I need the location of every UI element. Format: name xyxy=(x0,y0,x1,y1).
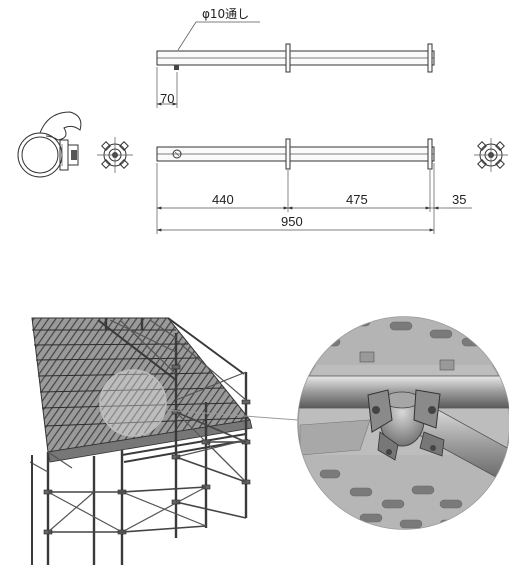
rosette-end-view-left xyxy=(97,137,133,173)
dim-seg2-label: 475 xyxy=(346,192,368,207)
scaffold-illustration xyxy=(29,317,299,565)
dim-offset-label: 70 xyxy=(160,91,174,106)
dim-seg1-label: 440 xyxy=(212,192,234,207)
dim-end-label: 35 xyxy=(452,192,466,207)
dim-total-label: 950 xyxy=(281,214,303,229)
hole-marker xyxy=(174,65,179,70)
callout-leader xyxy=(164,409,299,421)
coupler-detail-view xyxy=(297,316,509,530)
top-pipe-view xyxy=(156,43,435,73)
hole-note-leader: φ10通し xyxy=(177,7,260,51)
highlight-circle xyxy=(99,369,167,437)
front-pipe-view xyxy=(156,138,435,170)
dimensions: 440 475 35 950 xyxy=(156,163,472,234)
rosette-end-view-right xyxy=(474,138,508,172)
hole-circle xyxy=(172,149,182,159)
dim-offset: 70 xyxy=(156,67,178,108)
hole-note: φ10通し xyxy=(202,7,249,21)
clamp-end-view xyxy=(17,111,82,178)
